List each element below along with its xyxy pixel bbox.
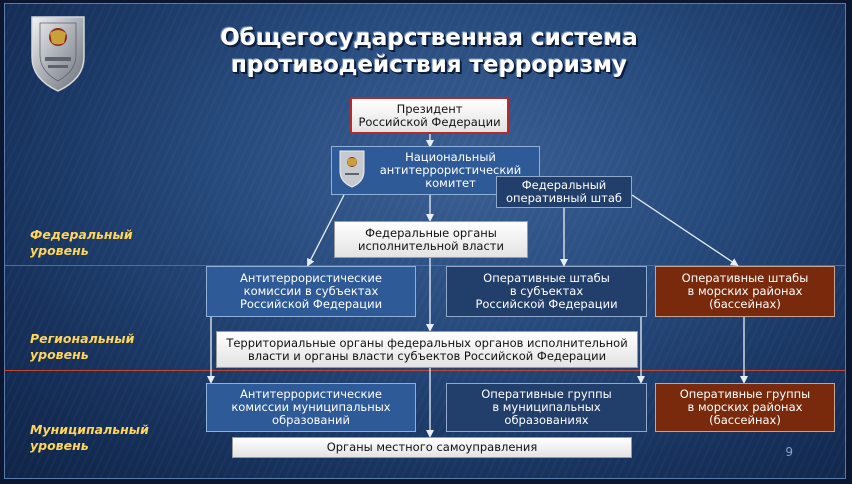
node-operational-hq-subjects: Оперативные штабы в субъектах Российской… [446, 266, 647, 317]
node-text-line: Президент [396, 101, 463, 116]
level-label-line: уровень [30, 438, 89, 453]
connector-lines [207, 134, 748, 438]
emblem-shield-icon [28, 13, 88, 93]
level-label-line: уровень [30, 347, 89, 362]
slide-title-line2: противодействия терроризму [230, 52, 628, 78]
node-operational-groups-municipal: Оперативные группы в муниципальных образ… [446, 383, 647, 432]
node-text-line: комитет [425, 176, 476, 190]
level-label-regional: Региональный уровень [30, 331, 134, 363]
slide-title-line1: Общегосударственная система [220, 25, 638, 51]
node-text-line: Российской Федерации [358, 114, 501, 129]
node-text-line: Антитеррористические [240, 271, 382, 285]
node-text-line: оперативный штаб [505, 191, 623, 205]
arrow-fos-os-sea [631, 194, 739, 267]
page-number: 9 [785, 445, 793, 459]
nak-emblem-icon [338, 149, 366, 189]
node-text-line: Российской Федерации [239, 297, 383, 311]
node-text-line: Территориальные органы федеральных орган… [226, 335, 628, 350]
node-operational-groups-sea: Оперативные группы в морских районах (ба… [655, 383, 835, 432]
node-text-line: Федеральные органы [365, 225, 497, 240]
node-text-line: в муниципальных [492, 400, 601, 414]
node-operational-hq-sea: Оперативные штабы в морских районах (бас… [655, 266, 835, 317]
level-label-line: уровень [30, 243, 89, 258]
node-text-line: Оперативные штабы [483, 271, 610, 285]
node-text-line: (бассейнах) [709, 413, 781, 427]
node-text-line: комиссии муниципальных [231, 400, 391, 414]
node-text-line: в морских районах [687, 284, 803, 298]
node-territorial-bodies: Территориальные органы федеральных орган… [216, 331, 638, 368]
regional-municipal-divider [4, 370, 846, 371]
node-text-line: антитеррористический [379, 163, 522, 177]
node-text-line: в морских районах [687, 400, 803, 414]
level-label-line: Муниципальный [30, 422, 149, 437]
level-label-line: Федеральный [30, 227, 133, 242]
node-text-line: Национальный [405, 150, 496, 164]
node-president: Президент Российской Федерации [350, 97, 509, 134]
node-text-line: в субъектах [509, 284, 584, 298]
node-local-self-government: Органы местного самоуправления [232, 437, 632, 458]
node-federal-operational-hq: Федеральный оперативный штаб [496, 176, 632, 208]
node-text-line: Оперативные группы [481, 387, 612, 401]
node-text-line: комиссии в субъектах [243, 284, 379, 298]
level-label-municipal: Муниципальный уровень [30, 422, 149, 454]
node-text-line: Российской Федерации [475, 297, 618, 311]
arrow-nak-ak-subjects [307, 194, 345, 267]
node-antiterror-commissions-subjects: Антитеррористические комиссии в субъекта… [206, 266, 416, 317]
federal-regional-divider [4, 265, 846, 266]
node-text-line: Федеральный [521, 178, 607, 192]
level-label-line: Региональный [30, 331, 135, 346]
level-label-federal: Федеральный уровень [30, 227, 133, 259]
node-text-line: Оперативные группы [679, 387, 811, 401]
node-federal-executive-bodies: Федеральные органы исполнительной власти [334, 221, 528, 258]
node-text-line: образованиях [504, 413, 589, 427]
slide: Общегосударственная система противодейст… [4, 3, 846, 479]
node-text-line: исполнительной власти [358, 238, 504, 253]
node-antiterror-commissions-municipal: Антитеррористические комиссии муниципаль… [206, 383, 416, 432]
node-text-line: образований [272, 413, 350, 427]
node-text-line: (бассейнах) [709, 297, 781, 311]
node-text-line: Оперативные штабы [681, 271, 809, 285]
node-text-line: Антитеррористические [240, 387, 382, 401]
node-text-line: Органы местного самоуправления [326, 440, 538, 454]
node-text-line: власти и органы власти субъектов Российс… [247, 348, 607, 363]
